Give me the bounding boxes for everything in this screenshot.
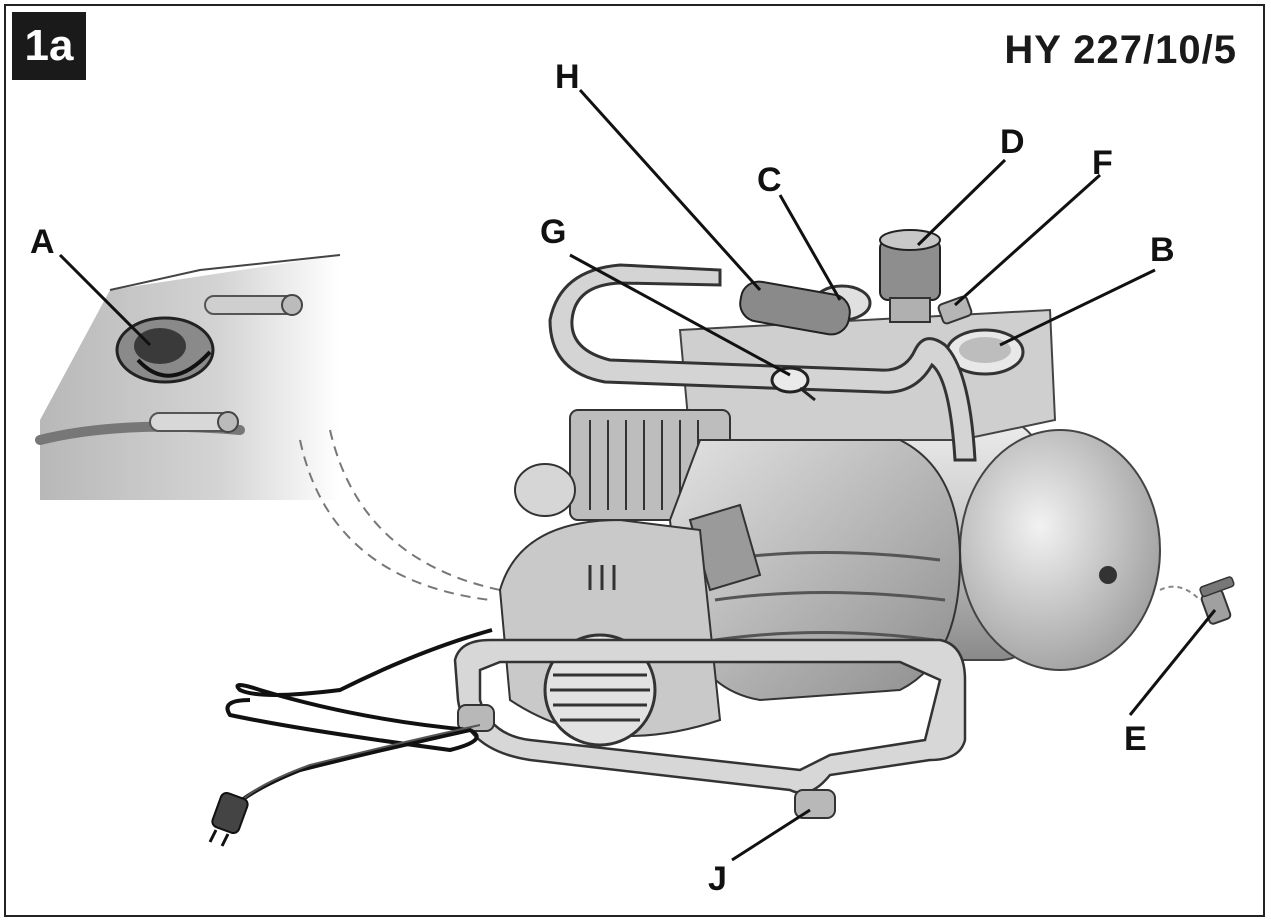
drain-valve (1159, 576, 1235, 625)
callout-leaders (58, 88, 1217, 862)
callout-j: J (708, 860, 727, 898)
callout-e: E (1124, 720, 1147, 758)
pressure-regulator-knob (879, 229, 941, 323)
callout-d: D (1000, 123, 1025, 161)
callout-f: F (1092, 144, 1113, 182)
motor-housing (668, 439, 962, 702)
callout-a: A (30, 223, 55, 261)
connecting-tube (739, 280, 851, 336)
rubber-foot (457, 704, 836, 819)
detail-inset-switch (35, 254, 341, 500)
power-plug (208, 791, 249, 847)
callout-g: G (540, 213, 567, 251)
fan-cover (498, 518, 722, 747)
model-number: HY 227/10/5 (1004, 28, 1237, 72)
callout-b: B (1150, 231, 1175, 269)
carry-handle (548, 263, 977, 462)
quick-coupling (937, 295, 973, 325)
power-cord (225, 628, 493, 812)
safety-valve (770, 366, 816, 402)
callout-h: H (555, 58, 580, 96)
callout-c: C (757, 161, 782, 199)
pressure-gauge (945, 328, 1025, 376)
figure-number: 1a (12, 12, 86, 80)
